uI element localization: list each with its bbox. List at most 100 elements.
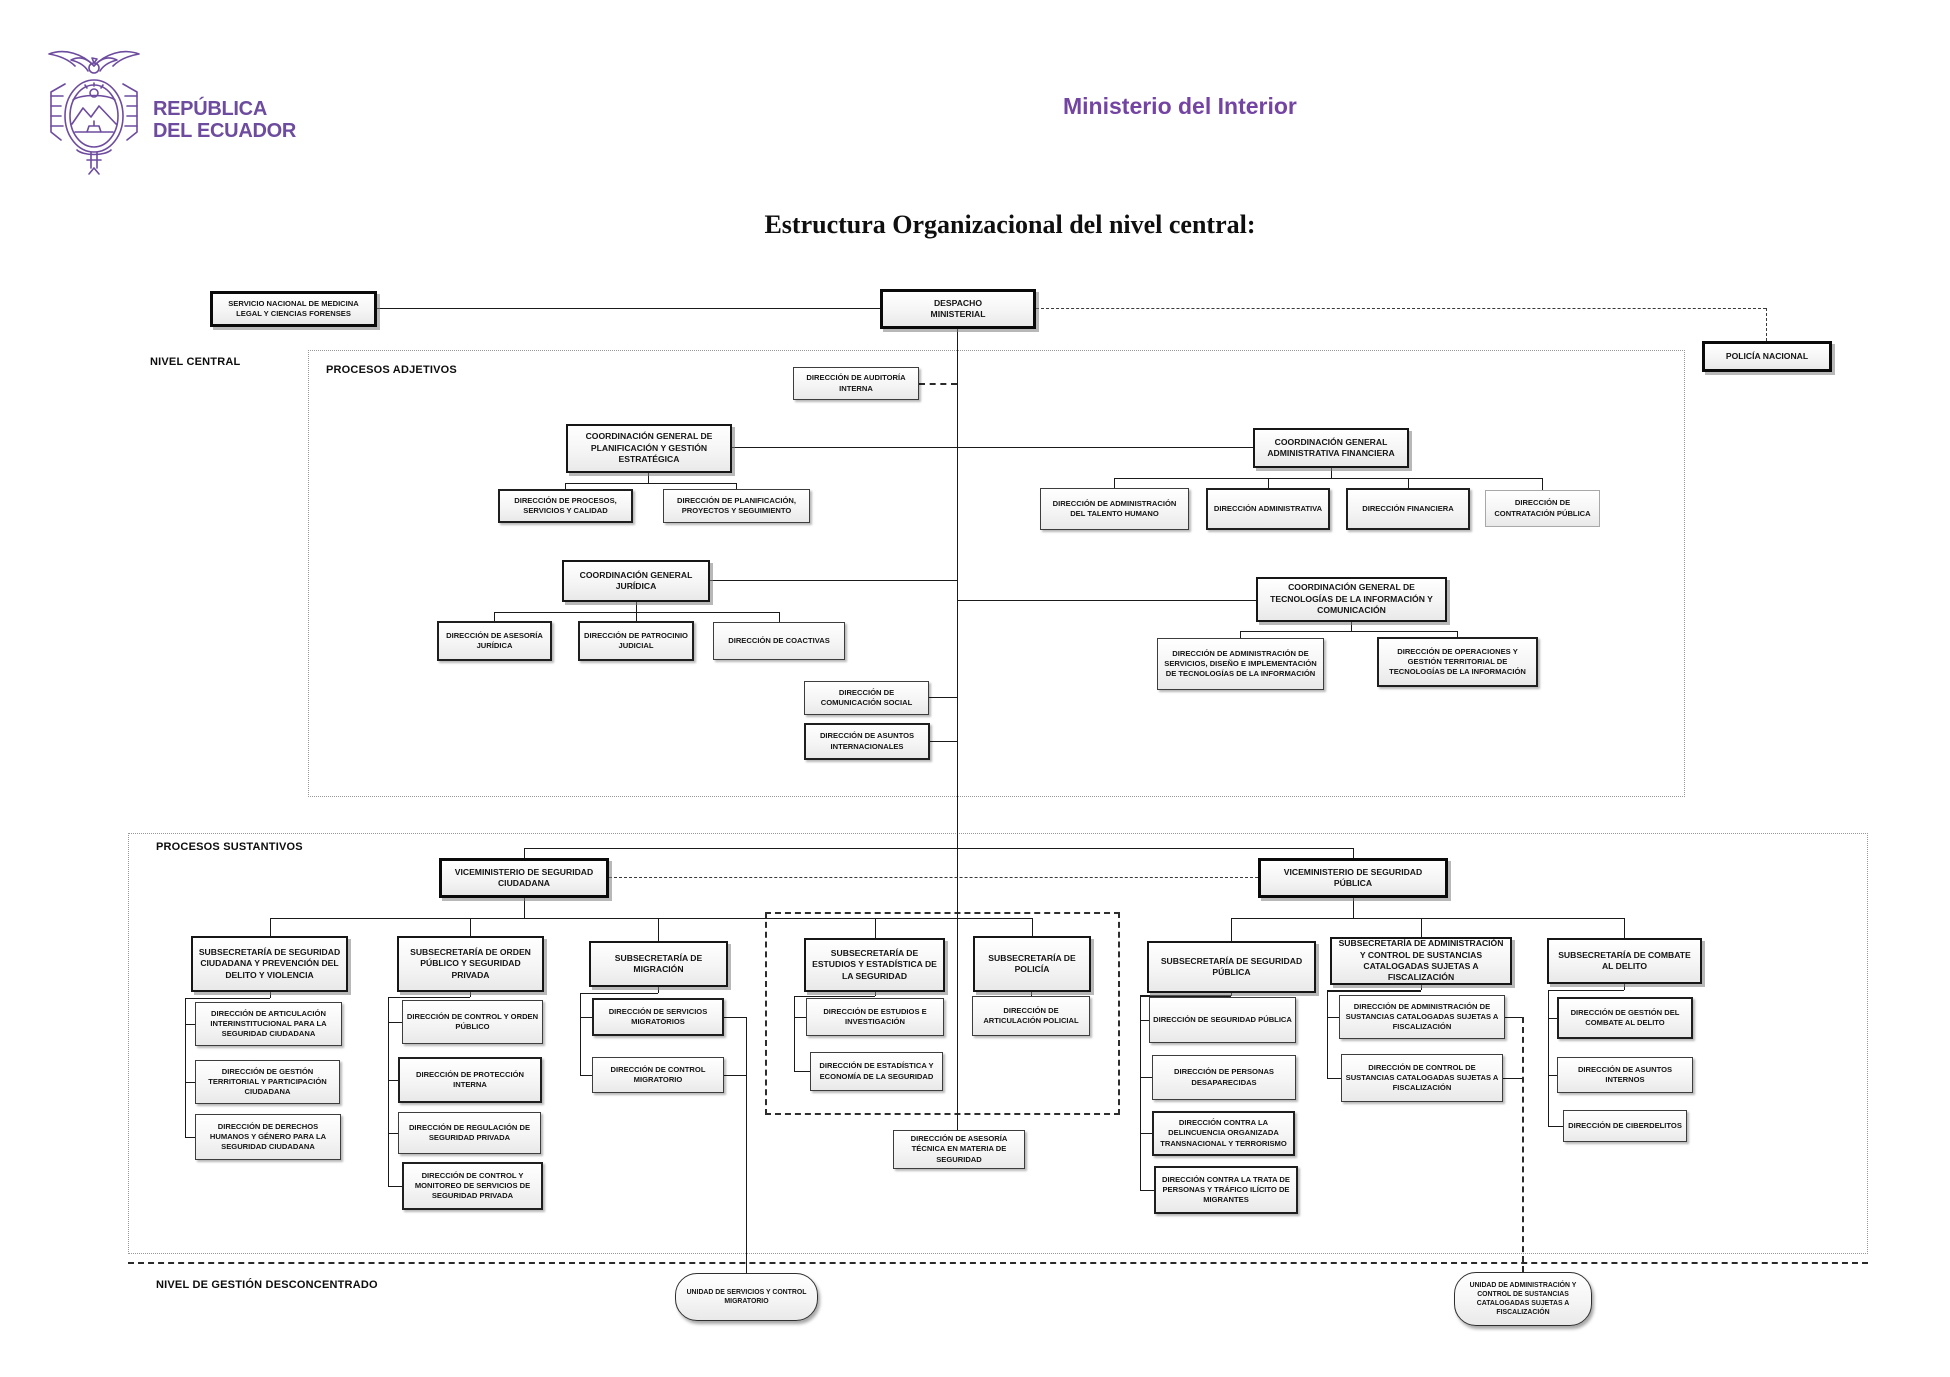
node-dir-gestion-territorial: DIRECCIÓN DE GESTIÓN TERRITORIAL Y PARTI… xyxy=(195,1060,340,1104)
connector-line xyxy=(1542,478,1543,490)
node-coord-administrativa-financiera: COORDINACIÓN GENERAL ADMINISTRATIVA FINA… xyxy=(1253,428,1409,468)
brand-line2: DEL ECUADOR xyxy=(153,119,297,142)
connector-line xyxy=(1031,992,1032,996)
connector-line xyxy=(732,447,1253,448)
republic-brand-text: REPÚBLICA DEL ECUADOR xyxy=(153,98,297,142)
connector-line xyxy=(1032,918,1033,936)
connector-dashed xyxy=(1522,1017,1524,1272)
connector-line xyxy=(1421,985,1422,990)
node-dir-contratacion-publica: DIRECCIÓN DE CONTRATACIÓN PÚBLICA xyxy=(1485,490,1600,527)
connector-line xyxy=(1114,478,1115,488)
node-coord-juridica: COORDINACIÓN GENERAL JURÍDICA xyxy=(562,560,710,602)
connector-line xyxy=(185,1137,195,1138)
connector-line xyxy=(494,612,495,621)
node-sub-migracion: SUBSECRETARÍA DE MIGRACIÓN xyxy=(589,941,728,987)
connector-line xyxy=(1327,990,1421,992)
connector-line xyxy=(736,483,737,489)
node-dir-seguridad-publica: DIRECCIÓN DE SEGURIDAD PÚBLICA xyxy=(1149,997,1296,1043)
procesos-adjetivos-region xyxy=(308,350,1685,797)
node-sub-policia: SUBSECRETARÍA DE POLICÍA xyxy=(973,936,1091,992)
node-dir-articulacion-policial: DIRECCIÓN DE ARTICULACIÓN POLICIAL xyxy=(972,996,1090,1036)
connector-dashed xyxy=(1036,308,1766,309)
connector-dashed xyxy=(1766,308,1767,341)
node-dir-coactivas: DIRECCIÓN DE COACTIVAS xyxy=(713,622,845,660)
connector-line xyxy=(1351,622,1352,631)
connector-line xyxy=(636,602,637,612)
connector-line xyxy=(794,996,875,997)
label-nivel-central: NIVEL CENTRAL xyxy=(150,356,241,368)
node-sub-combate-delito: SUBSECRETARÍA DE COMBATE AL DELITO xyxy=(1547,938,1702,984)
connector-line xyxy=(1624,918,1625,938)
node-dir-trata-personas: DIRECCIÓN CONTRA LA TRATA DE PERSONAS Y … xyxy=(1154,1166,1298,1214)
node-dir-proteccion-interna: DIRECCIÓN DE PROTECCIÓN INTERNA xyxy=(398,1057,542,1103)
node-sub-orden-publico: SUBSECRETARÍA DE ORDEN PÚBLICO Y SEGURID… xyxy=(397,936,544,992)
connector-line xyxy=(524,898,525,918)
connector-line xyxy=(1421,918,1422,937)
connector-line xyxy=(1327,990,1328,1078)
connector-line xyxy=(1140,995,1231,997)
node-dir-tic-servicios: DIRECCIÓN DE ADMINISTRACIÓN DE SERVICIOS… xyxy=(1157,638,1324,690)
connector-line xyxy=(388,1080,398,1081)
node-dir-administrativa: DIRECCIÓN ADMINISTRATIVA xyxy=(1206,488,1330,530)
label-procesos-sustantivos: PROCESOS SUSTANTIVOS xyxy=(156,841,303,853)
node-dir-derechos-humanos: DIRECCIÓN DE DERECHOS HUMANOS Y GÉNERO P… xyxy=(195,1114,341,1160)
connector-line xyxy=(388,1186,402,1187)
connector-line xyxy=(1457,631,1458,637)
connector-line xyxy=(875,918,876,938)
node-dir-control-sustancias: DIRECCIÓN DE CONTROL DE SUSTANCIAS CATAL… xyxy=(1341,1054,1503,1102)
connector-line xyxy=(1327,1017,1339,1018)
node-sub-estudios-estadistica: SUBSECRETARÍA DE ESTUDIOS Y ESTADÍSTICA … xyxy=(804,938,945,992)
node-dir-patrocinio-judicial: DIRECCIÓN DE PATROCINIO JUDICIAL xyxy=(578,621,694,661)
node-dir-articulacion-interinstitucional: DIRECCIÓN DE ARTICULACIÓN INTERINSTITUCI… xyxy=(195,1002,342,1046)
connector-line xyxy=(1140,1133,1152,1134)
procesos-sustantivos-region xyxy=(128,833,1868,1254)
connector-line xyxy=(1231,918,1232,941)
node-auditoria-interna: DIRECCIÓN DE AUDITORÍA INTERNA xyxy=(793,367,919,400)
connector-line xyxy=(1408,478,1409,488)
connector-line xyxy=(1140,995,1141,1190)
connector-line xyxy=(1548,1126,1563,1127)
connector-line xyxy=(1231,918,1624,919)
node-unidad-servicios-control-migratorio: UNIDAD DE SERVICIOS Y CONTROL MIGRATORIO xyxy=(675,1273,818,1321)
connector-dashed xyxy=(919,383,957,385)
label-procesos-adjetivos: PROCESOS ADJETIVOS xyxy=(326,364,457,376)
connector-line xyxy=(1624,984,1625,990)
node-dir-financiera: DIRECCIÓN FINANCIERA xyxy=(1346,488,1470,530)
node-coord-tecnologias: COORDINACIÓN GENERAL DE TECNOLOGÍAS DE L… xyxy=(1256,577,1447,622)
page-title: Estructura Organizacional del nivel cent… xyxy=(764,210,1256,239)
node-sub-seguridad-ciudadana: SUBSECRETARÍA DE SEGURIDAD CIUDADANA Y P… xyxy=(191,936,348,992)
connector-line xyxy=(388,997,389,1186)
connector-line xyxy=(794,1071,810,1072)
node-dir-tic-operaciones: DIRECCIÓN DE OPERACIONES Y GESTIÓN TERRI… xyxy=(1377,637,1538,687)
node-dir-asuntos-internacionales: DIRECCIÓN DE ASUNTOS INTERNACIONALES xyxy=(804,723,930,760)
connector-line xyxy=(1353,848,1354,858)
connector-line xyxy=(1548,990,1624,991)
node-dir-procesos-servicios: DIRECCIÓN DE PROCESOS, SERVICIOS Y CALID… xyxy=(498,489,633,523)
connector-dashed xyxy=(609,877,1258,878)
connector-line xyxy=(648,473,649,483)
connector-line xyxy=(779,612,780,622)
connector-line xyxy=(270,918,271,936)
connector-line xyxy=(1548,990,1549,1126)
node-dir-estudios-investigacion: DIRECCIÓN DE ESTUDIOS E INVESTIGACIÓN xyxy=(806,998,944,1036)
node-policia-nacional: POLICÍA NACIONAL xyxy=(1702,341,1832,372)
node-dir-control-migratorio: DIRECCIÓN DE CONTROL MIGRATORIO xyxy=(592,1057,724,1093)
node-dir-gestion-combate-delito: DIRECCIÓN DE GESTIÓN DEL COMBATE AL DELI… xyxy=(1557,997,1693,1039)
connector-line xyxy=(565,483,566,489)
node-sub-seguridad-publica: SUBSECRETARÍA DE SEGURIDAD PÚBLICA xyxy=(1147,941,1316,993)
connector-line xyxy=(1140,1077,1152,1078)
connector-line xyxy=(185,1024,195,1025)
connector-line xyxy=(185,1082,195,1083)
connector-line xyxy=(746,1017,747,1273)
brand-line1: REPÚBLICA xyxy=(153,98,267,120)
connector-line xyxy=(580,993,581,1075)
node-dir-control-monitoreo-seguridad-privada: DIRECCIÓN DE CONTROL Y MONITOREO DE SERV… xyxy=(402,1162,543,1210)
node-sub-sustancias-catalogadas: SUBSECRETARÍA DE ADMINISTRACIÓN Y CONTRO… xyxy=(1330,937,1512,985)
connector-trunk xyxy=(957,329,958,1130)
connector-line xyxy=(658,987,659,993)
node-dir-personas-desaparecidas: DIRECCIÓN DE PERSONAS DESAPARECIDAS xyxy=(1152,1055,1296,1100)
connector-line xyxy=(470,918,471,936)
connector-line xyxy=(270,992,271,998)
connector-line xyxy=(185,998,270,999)
connector-line xyxy=(1240,631,1457,632)
